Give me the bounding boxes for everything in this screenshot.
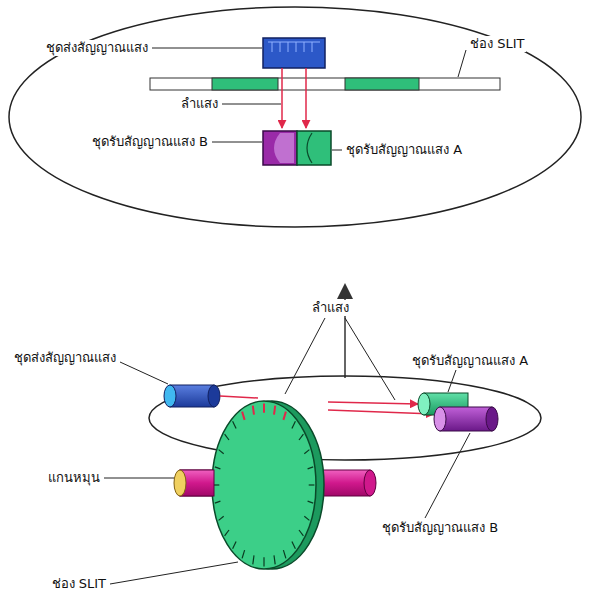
light-beam xyxy=(328,402,418,404)
slit-strip xyxy=(150,78,500,90)
slit-tick xyxy=(309,484,315,485)
receiver-a-shade xyxy=(307,133,312,163)
receiver-a-face xyxy=(418,393,430,415)
slit-tick xyxy=(215,501,221,503)
transmitter-grille xyxy=(268,42,320,52)
receiver-b-shade xyxy=(274,133,294,163)
part-label: ชุดส่งสัญญาณแสง xyxy=(44,40,150,56)
light-beam xyxy=(305,68,307,128)
slit-tick xyxy=(225,530,229,536)
slit-tick xyxy=(299,530,303,536)
light-beam xyxy=(281,68,283,128)
light-beam xyxy=(328,410,434,414)
transmitter-cylinder xyxy=(170,385,214,407)
slit-tick xyxy=(219,450,224,454)
transmitter-face xyxy=(164,385,176,407)
slit-tick xyxy=(283,550,286,558)
slit-tick xyxy=(263,404,265,413)
receiver-a-box xyxy=(297,131,331,165)
receiver-b-back xyxy=(486,407,498,431)
part-label: ช่อง SLIT xyxy=(50,576,108,592)
slit-tick xyxy=(304,450,309,454)
slit-tick xyxy=(308,501,314,503)
light-beam xyxy=(220,396,258,398)
part-label: ลำแสง xyxy=(179,96,220,112)
slit-bar xyxy=(345,78,419,90)
beam-ellipse xyxy=(149,376,541,460)
part-label: ลำแสง xyxy=(310,300,351,316)
slit-tick xyxy=(274,406,275,415)
part-label: ชุดรับสัญญาณแสง A xyxy=(344,142,464,158)
receiver-b-box xyxy=(263,131,297,165)
slit-tick xyxy=(283,412,286,420)
slit-tick xyxy=(225,434,229,440)
part-label: ช่อง SLIT xyxy=(468,36,526,52)
receiver-b-face xyxy=(434,407,446,431)
slit-ticks xyxy=(214,404,315,567)
part-label: ชุดส่งสัญญาณแสง xyxy=(12,350,118,366)
code-disk xyxy=(212,401,316,569)
slit-tick xyxy=(233,421,237,428)
slit-tick xyxy=(253,555,254,564)
shaft-end-cap xyxy=(174,470,186,496)
slit-tick xyxy=(308,467,314,469)
slit-tick xyxy=(242,550,245,558)
receiver-b-cylinder xyxy=(440,407,492,431)
zoom-ellipse xyxy=(9,7,581,227)
slit-tick xyxy=(219,516,224,520)
part-label: ชุดรับสัญญาณแสง B xyxy=(90,134,210,150)
part-label: ชุดรับสัญญาณแสง B xyxy=(380,520,500,536)
slit-tick xyxy=(304,516,309,520)
slit-tick xyxy=(299,434,303,440)
transmitter-back xyxy=(208,385,220,407)
slit-tick xyxy=(242,412,245,420)
part-label: แกนหมุน xyxy=(46,470,102,486)
slit-tick xyxy=(292,542,296,549)
shaft-end xyxy=(364,470,376,496)
slit-tick xyxy=(292,421,296,428)
slit-tick xyxy=(274,555,275,564)
slit-tick xyxy=(263,557,264,566)
slit-tick xyxy=(253,406,254,415)
zoom-arrow-head xyxy=(337,283,353,299)
slit-tick xyxy=(215,467,221,469)
slit-bar xyxy=(212,78,278,90)
slit-tick xyxy=(233,542,237,549)
transmitter-box xyxy=(263,38,325,68)
part-label: ชุดรับสัญญาณแสง A xyxy=(410,353,530,369)
